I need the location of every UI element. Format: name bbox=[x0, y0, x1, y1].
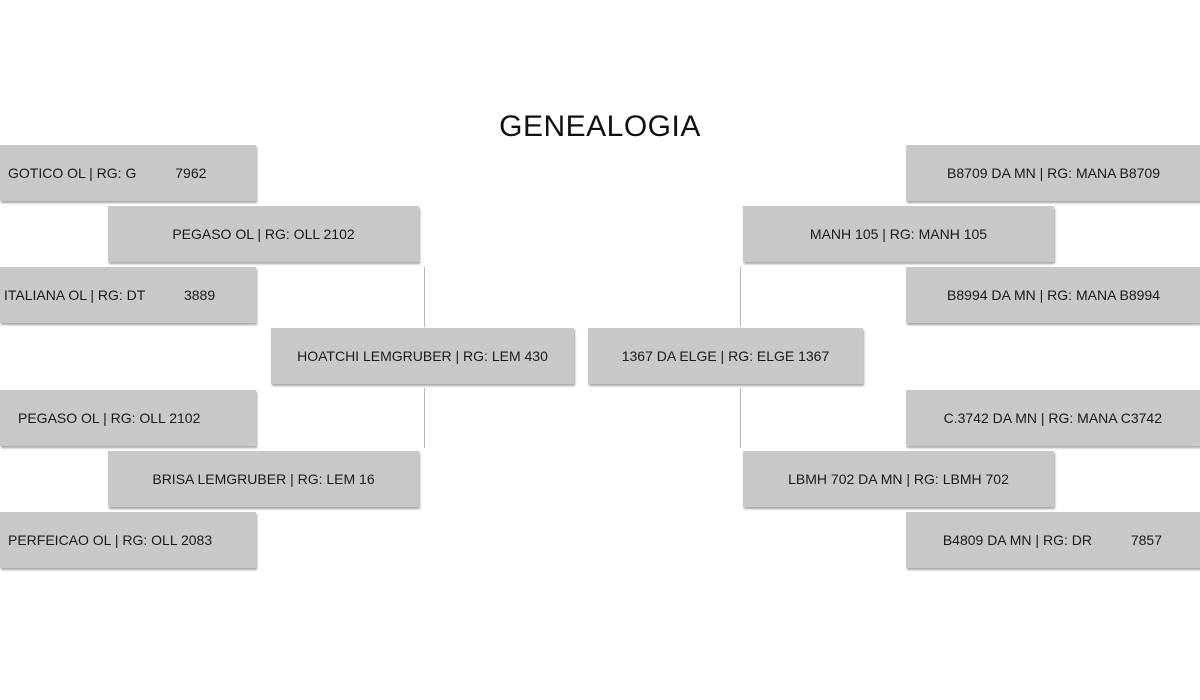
connector-left-upper bbox=[424, 267, 425, 327]
diagram-title: GENEALOGIA bbox=[499, 110, 701, 143]
right-sire-dam-box: B8994 DA MN | RG: MANA B8994 bbox=[906, 267, 1200, 323]
right-sire-sire-box: B8709 DA MN | RG: MANA B8709 bbox=[906, 145, 1200, 201]
sire-dam-box: ITALIANA OL | RG: DT 3889 bbox=[0, 267, 256, 323]
connector-right-upper bbox=[740, 267, 741, 327]
connector-left-lower bbox=[424, 388, 425, 448]
right-dam-box: LBMH 702 DA MN | RG: LBMH 702 bbox=[743, 451, 1054, 507]
subject-box-left: HOATCHI LEMGRUBER | RG: LEM 430 bbox=[271, 328, 574, 384]
right-dam-sire-box: C.3742 DA MN | RG: MANA C3742 bbox=[906, 390, 1200, 446]
dam-box: BRISA LEMGRUBER | RG: LEM 16 bbox=[108, 451, 419, 507]
dam-sire-box: PEGASO OL | RG: OLL 2102 bbox=[0, 390, 256, 446]
sire-box: PEGASO OL | RG: OLL 2102 bbox=[108, 206, 419, 262]
sire-sire-box: GOTICO OL | RG: G 7962 bbox=[0, 145, 256, 201]
subject-box-right: 1367 DA ELGE | RG: ELGE 1367 bbox=[588, 328, 863, 384]
dam-dam-box: PERFEICAO OL | RG: OLL 2083 bbox=[0, 512, 256, 568]
right-dam-dam-box: B4809 DA MN | RG: DR 7857 bbox=[906, 512, 1200, 568]
connector-right-lower bbox=[740, 388, 741, 448]
right-sire-box: MANH 105 | RG: MANH 105 bbox=[743, 206, 1054, 262]
